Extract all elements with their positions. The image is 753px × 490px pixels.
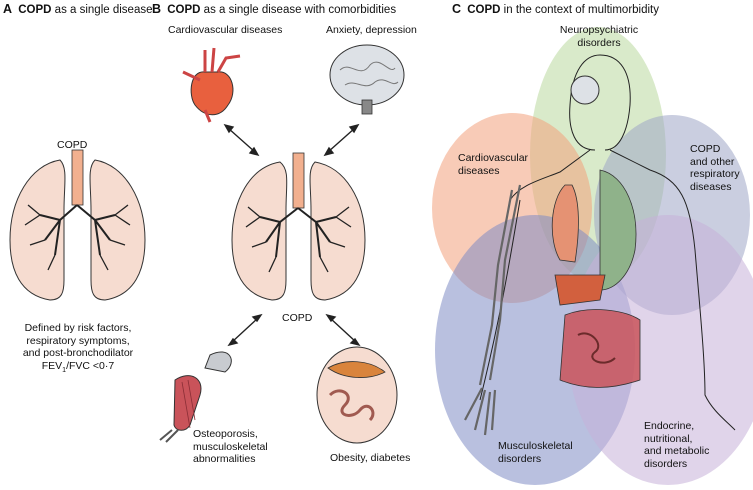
- label-osteoporosis-line-1: Osteoporosis,: [193, 428, 258, 440]
- label-musculoskeletal-line-2: disorders: [498, 452, 542, 465]
- panel-a-copd-label: COPD: [57, 139, 88, 151]
- panel-a-letter: A: [3, 2, 13, 16]
- panel-c-title: C COPD in the context of multimorbidity: [452, 2, 659, 16]
- muscle-bone-icon: [159, 351, 232, 443]
- label-neuropsychiatric-line-2: disorders: [577, 36, 621, 49]
- panel-a-definition-line-1: Defined by risk factors,: [24, 322, 132, 334]
- panel-a-title-bold: COPD: [18, 4, 52, 16]
- label-obesity: Obesity, diabetes: [330, 452, 411, 464]
- panel-b-copd-label: COPD: [282, 312, 313, 324]
- panel-b-arrows: [223, 123, 361, 347]
- label-neuropsychiatric: Neuropsychiatric disorders: [552, 24, 646, 49]
- label-respiratory-line-2: and other: [690, 155, 735, 168]
- brain-icon: [329, 44, 405, 115]
- abdomen-icon: [316, 346, 398, 444]
- panel-c-title-rest: in the context of multimorbidity: [503, 4, 659, 16]
- panel-a-definition-line-2: respiratory symptoms,: [26, 334, 130, 347]
- panel-a-definition-line-4: FEV1/FVC <0·7: [4, 360, 152, 378]
- heart-icon: [182, 47, 241, 123]
- organs-icon: [551, 169, 641, 388]
- fev-subscript: 1: [62, 366, 67, 374]
- panel-b-title: B COPD as a single disease with comorbid…: [152, 2, 396, 16]
- panel-b-lungs-icon: [231, 152, 366, 301]
- label-cardiovascular-c: Cardiovascular diseases: [458, 152, 528, 177]
- panel-b-title-bold: COPD: [167, 4, 201, 16]
- panel-a-lungs-icon: [9, 149, 146, 301]
- panel-a-definition: Defined by risk factors, respiratory sym…: [4, 322, 152, 377]
- label-respiratory: COPD and other respiratory diseases: [690, 143, 740, 193]
- label-respiratory-line-3: respiratory: [690, 168, 740, 180]
- panel-c-letter: C: [452, 2, 462, 16]
- label-anxiety: Anxiety, depression: [326, 24, 417, 36]
- label-musculoskeletal-line-1: Musculoskeletal: [498, 440, 573, 452]
- fev-label: FEV: [41, 359, 63, 372]
- label-cardiovascular: Cardiovascular diseases: [168, 24, 283, 36]
- panel-a-definition-line-3: and post-bronchodilator: [22, 347, 134, 359]
- label-endocrine-line-1: Endocrine,: [644, 420, 695, 432]
- label-endocrine-line-3: and metabolic: [644, 445, 710, 457]
- label-osteoporosis-line-3: abnormalities: [193, 453, 256, 465]
- label-endocrine-line-2: nutritional,: [644, 432, 693, 445]
- panel-b-title-rest: as a single disease with comorbidities: [203, 4, 397, 16]
- label-neuropsychiatric-line-1: Neuropsychiatric: [559, 24, 639, 36]
- panel-a-title: A COPD as a single disease: [3, 2, 152, 16]
- label-musculoskeletal: Musculoskeletal disorders: [498, 440, 573, 465]
- body-outline-icon: [479, 54, 736, 431]
- panel-b-letter: B: [152, 2, 162, 16]
- fev-tail: /FVC <0·7: [66, 359, 115, 372]
- label-endocrine: Endocrine, nutritional, and metabolic di…: [644, 420, 709, 470]
- panel-c-title-bold: COPD: [467, 4, 501, 16]
- label-osteoporosis: Osteoporosis, musculoskeletal abnormalit…: [193, 428, 268, 466]
- label-osteoporosis-line-2: musculoskeletal: [193, 440, 268, 453]
- panel-a-title-rest: as a single disease: [54, 4, 153, 16]
- label-endocrine-line-4: disorders: [644, 457, 688, 470]
- label-cardiovascular-c-line-2: diseases: [458, 164, 500, 177]
- label-respiratory-line-4: diseases: [690, 180, 732, 193]
- label-cardiovascular-c-line-1: Cardiovascular: [458, 152, 529, 164]
- label-respiratory-line-1: COPD: [690, 143, 721, 155]
- skeleton-arm-icon: [464, 184, 522, 436]
